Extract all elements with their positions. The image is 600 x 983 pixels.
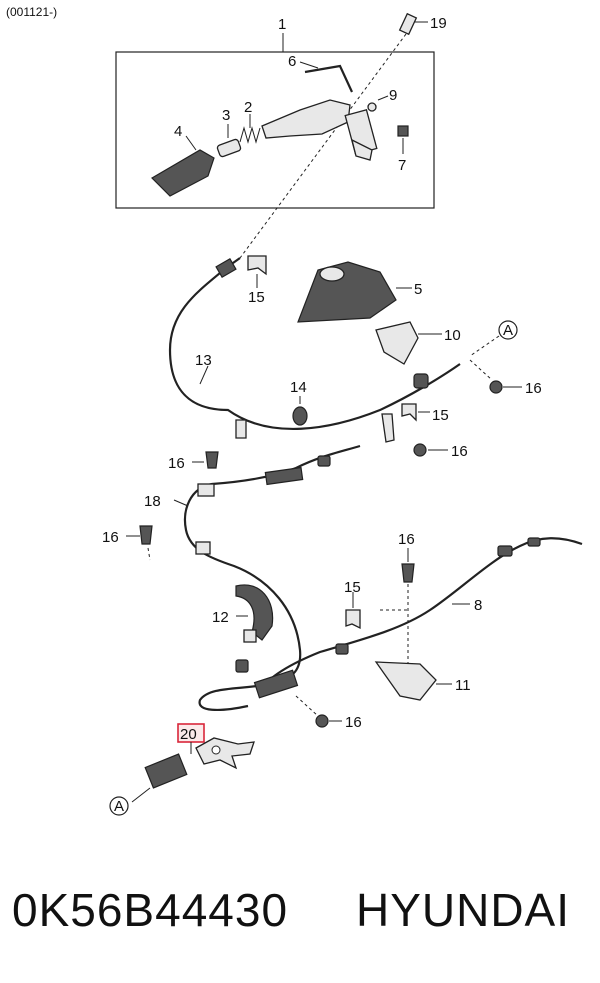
part-20-adjuster <box>131 723 255 803</box>
callout-9: 9 <box>389 87 397 104</box>
part-5-boot <box>297 261 412 323</box>
callout-11: 11 <box>455 677 471 694</box>
part-14-grommet <box>292 396 308 426</box>
part-8-rear-cable <box>259 537 583 691</box>
part-3-pin <box>216 124 242 158</box>
part-12-bracket <box>235 584 274 643</box>
ref-a-top <box>469 320 518 357</box>
part-15-bracket-low <box>345 592 361 630</box>
callout-6: 6 <box>288 53 296 70</box>
part-2-spring <box>239 114 261 144</box>
part-number: 0K56B44430 <box>12 884 288 936</box>
part-13-front-cable <box>168 257 461 439</box>
callout-4: 4 <box>174 123 182 140</box>
callout-16-a: 16 <box>525 380 542 397</box>
callout-18: 18 <box>144 493 161 510</box>
callout-2: 2 <box>244 99 252 116</box>
part-1-lever <box>261 99 378 161</box>
part-11-bracket <box>374 661 452 701</box>
equalizer <box>253 669 299 699</box>
callout-15-top: 15 <box>248 289 265 306</box>
callout-16-d: 16 <box>102 529 119 546</box>
callout-12: 12 <box>212 609 229 626</box>
diagram-code: (001121-) <box>6 5 57 19</box>
part-9-screw <box>367 95 389 112</box>
callout-1: 1 <box>278 16 286 33</box>
ref-a-bottom-label: A <box>114 798 124 815</box>
callout-16-e: 16 <box>398 531 415 548</box>
callout-15-mid: 15 <box>432 407 449 424</box>
part-16-bolt-f <box>295 695 342 728</box>
callout-7: 7 <box>398 157 406 174</box>
callout-5: 5 <box>414 281 422 298</box>
part-16-bolt-e <box>380 548 415 666</box>
part-16-bolt-b <box>413 443 448 457</box>
callout-3: 3 <box>222 107 230 124</box>
part-16-bolt-d <box>126 525 153 561</box>
callout-16-c: 16 <box>168 455 185 472</box>
callout-8: 8 <box>474 597 482 614</box>
ref-a-bottom <box>109 796 129 816</box>
callout-15-low: 15 <box>344 579 361 596</box>
callout-19: 19 <box>430 15 447 32</box>
part-4-grip <box>151 135 215 197</box>
callout-16-b: 16 <box>451 443 468 460</box>
cable-clip <box>381 413 395 443</box>
part-6-rod <box>299 61 353 93</box>
part-18-cable <box>173 444 361 712</box>
part-15-bracket-top <box>247 255 267 288</box>
part-19-clip <box>398 12 428 36</box>
part-16-bolt-c <box>192 451 219 469</box>
part-15-bracket-mid <box>401 403 430 422</box>
ref-a-top-label: A <box>503 322 513 339</box>
part-7-clip <box>397 125 409 154</box>
lever-assembly-box <box>115 51 435 209</box>
callout-13: 13 <box>195 352 212 369</box>
part-16-bolt-a <box>469 359 522 394</box>
callout-10: 10 <box>444 327 461 344</box>
callout-14: 14 <box>290 379 307 396</box>
part-10-bracket <box>375 321 442 365</box>
cable-end <box>235 659 249 673</box>
brand-name: HYUNDAI <box>356 884 570 936</box>
callout-16-f: 16 <box>345 714 362 731</box>
callout-20: 20 <box>180 726 197 743</box>
